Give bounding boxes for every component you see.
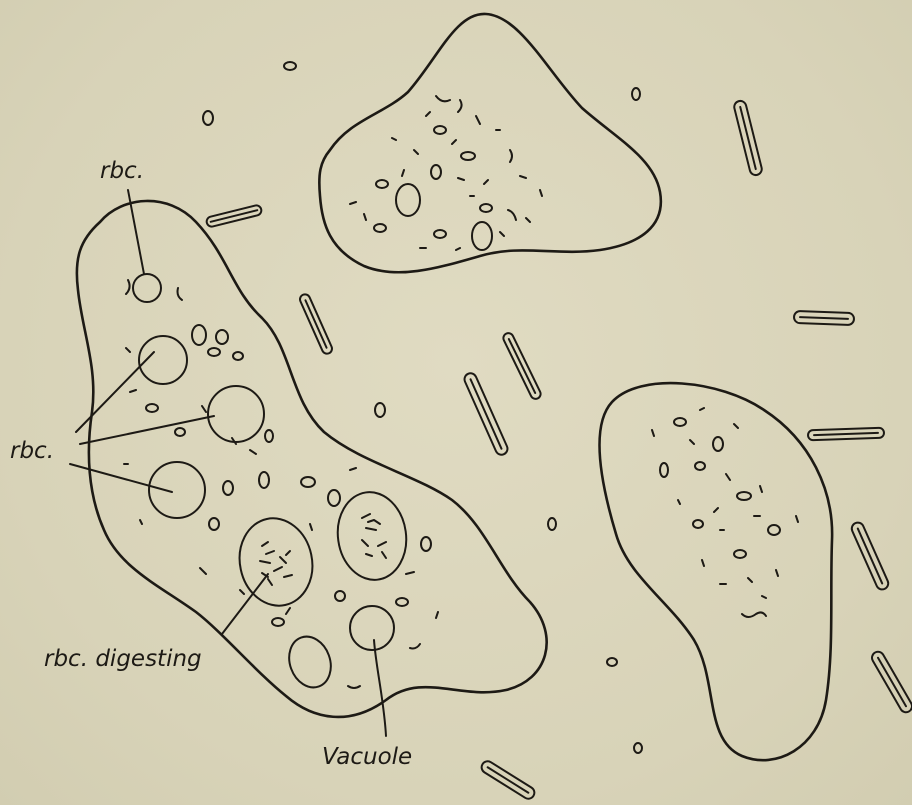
granules-large [124,280,438,688]
vacuole-small [282,631,337,694]
rbc-top [133,274,161,302]
rbc-3 [149,462,205,518]
amoeba-right-outline [600,383,833,760]
leader-vacuole [374,640,386,736]
amoeba-large-outline [77,201,547,717]
digesting-contents-2 [362,514,386,558]
leader-rbc-3 [70,464,172,492]
label-vacuole: Vacuole [322,744,412,770]
digesting-vacuole-1 [232,511,321,612]
rbc-2 [208,386,264,442]
granules-right [652,408,798,617]
leader-rbc-1 [76,352,154,432]
amoeba-large [77,201,547,717]
amoeba-right [600,383,833,760]
digesting-vacuole-2 [332,488,412,585]
leader-rbc-2 [80,416,214,444]
free-particles [203,62,642,753]
label-rbc-top: rbc. [100,158,144,184]
amoeba-top-outline [319,14,661,272]
label-rbc-digesting: rbc. digesting [44,646,202,672]
vacuole [350,606,394,650]
granules-top [350,96,542,250]
label-rbc-left: rbc. [10,438,54,464]
amoeba-top [319,14,661,272]
